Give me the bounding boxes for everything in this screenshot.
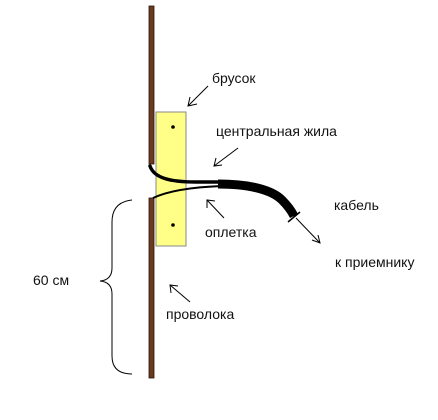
upper-wire-rod [148, 5, 155, 165]
block-screw-top [171, 125, 175, 129]
label-wire: проволока [166, 306, 235, 322]
central-core-wire [148, 164, 224, 184]
label-cable: кабель [334, 197, 379, 213]
core-pointer-arrow [213, 147, 239, 167]
block-screw-bottom [171, 223, 175, 227]
label-braid: оплетка [205, 224, 257, 240]
braid-pointer-arrow [206, 199, 225, 219]
label-receiver: к приемнику [335, 254, 415, 270]
wire-pointer-arrow [169, 284, 191, 303]
label-central-core: центральная жила [216, 123, 337, 139]
block-pointer-arrow [187, 85, 209, 107]
cable-end-cap [287, 211, 301, 223]
braid-lead [152, 185, 223, 199]
lower-wire-rod [148, 197, 155, 379]
length-brace [99, 199, 133, 375]
label-block: брусок [212, 70, 256, 86]
receiver-arrow [295, 217, 321, 244]
coax-cable [217, 179, 299, 219]
label-length: 60 см [33, 272, 70, 288]
